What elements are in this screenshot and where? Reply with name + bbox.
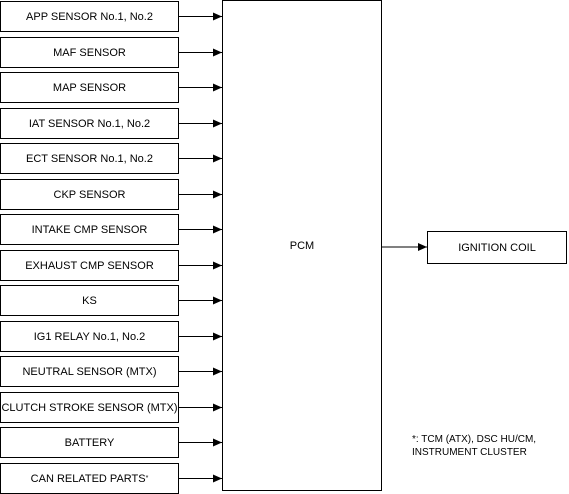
input-block: IAT SENSOR No.1, No.2 xyxy=(0,108,179,139)
input-label: INTAKE CMP SENSOR xyxy=(31,223,148,236)
pcm-label: PCM xyxy=(289,239,315,252)
input-block: CAN RELATED PARTS* xyxy=(0,463,179,494)
footnote-line-2: INSTRUMENT CLUSTER xyxy=(412,447,527,458)
input-label: MAP SENSOR xyxy=(52,81,127,94)
input-block: BATTERY xyxy=(0,427,179,458)
footnote: *: TCM (ATX), DSC HU/CM, INSTRUMENT CLUS… xyxy=(412,433,536,459)
input-block: ECT SENSOR No.1, No.2 xyxy=(0,143,179,174)
input-label: CLUTCH STROKE SENSOR (MTX) xyxy=(1,401,178,414)
footnote-line-1: *: TCM (ATX), DSC HU/CM, xyxy=(412,434,537,445)
input-label: ECT SENSOR No.1, No.2 xyxy=(26,152,153,165)
input-label: KS xyxy=(82,294,97,307)
input-label: APP SENSOR No.1, No.2 xyxy=(26,10,153,23)
input-block: CLUTCH STROKE SENSOR (MTX) xyxy=(0,392,179,423)
input-block: CKP SENSOR xyxy=(0,179,179,210)
input-label: IAT SENSOR No.1, No.2 xyxy=(28,117,151,130)
output-block-ignition-coil: IGNITION COIL xyxy=(427,231,567,264)
pcm-block: PCM xyxy=(222,0,382,491)
input-label: EXHAUST CMP SENSOR xyxy=(25,259,154,272)
input-block: NEUTRAL SENSOR (MTX) xyxy=(0,356,179,387)
input-label: BATTERY xyxy=(64,436,115,449)
input-block: MAF SENSOR xyxy=(0,37,179,68)
input-label: CKP SENSOR xyxy=(53,188,126,201)
input-label: MAF SENSOR xyxy=(53,46,126,59)
output-label: IGNITION COIL xyxy=(458,241,536,254)
input-block: MAP SENSOR xyxy=(0,72,179,103)
input-block: INTAKE CMP SENSOR xyxy=(0,214,179,245)
input-label: IG1 RELAY No.1, No.2 xyxy=(33,330,146,343)
input-block: KS xyxy=(0,285,179,316)
input-label: CAN RELATED PARTS xyxy=(30,472,146,485)
input-block: EXHAUST CMP SENSOR xyxy=(0,250,179,281)
input-block: APP SENSOR No.1, No.2 xyxy=(0,1,179,32)
input-block: IG1 RELAY No.1, No.2 xyxy=(0,321,179,352)
input-label: NEUTRAL SENSOR (MTX) xyxy=(22,365,157,378)
